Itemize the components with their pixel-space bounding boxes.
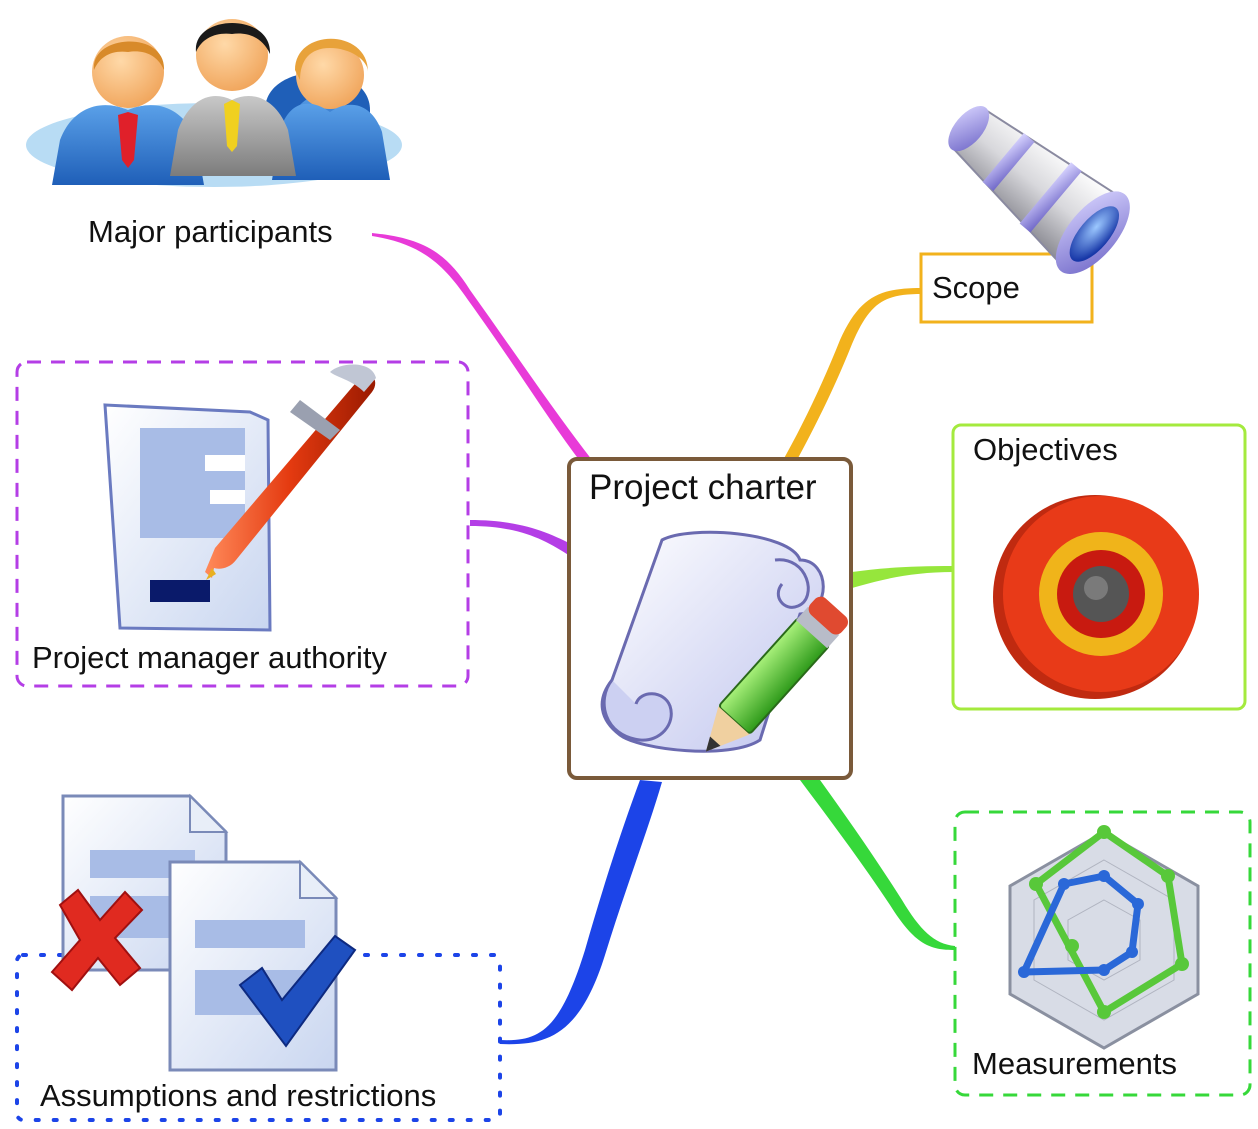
people-group-icon xyxy=(26,19,402,187)
connector-objectives xyxy=(852,566,954,588)
connector-scope xyxy=(782,288,922,462)
node-frame-measurements xyxy=(953,810,1252,1097)
node-frame-objectives xyxy=(951,423,1247,711)
document-signing-pen-icon xyxy=(103,364,376,632)
telescope-icon xyxy=(948,106,1130,275)
scroll-with-pencil-icon xyxy=(600,530,848,753)
label-objectives: Objectives xyxy=(973,432,1118,467)
connector-measurements xyxy=(800,780,955,950)
node-frame-scope xyxy=(919,252,1094,324)
label-measurements: Measurements xyxy=(972,1046,1178,1081)
radar-chart-icon xyxy=(1008,825,1200,1050)
connector-major-participants xyxy=(372,233,600,474)
label-assumptions-restrictions: Assumptions and restrictions xyxy=(40,1078,437,1113)
connector-assumptions-restrictions xyxy=(500,780,662,1045)
documents-cross-check-icon xyxy=(50,793,357,1072)
label-major-participants: Major participants xyxy=(88,214,333,249)
connector-project-manager-authority xyxy=(470,520,575,556)
target-icon xyxy=(993,495,1199,699)
label-scope: Scope xyxy=(932,270,1020,305)
label-project-manager-authority: Project manager authority xyxy=(32,640,387,675)
center-title: Project charter xyxy=(589,468,817,507)
